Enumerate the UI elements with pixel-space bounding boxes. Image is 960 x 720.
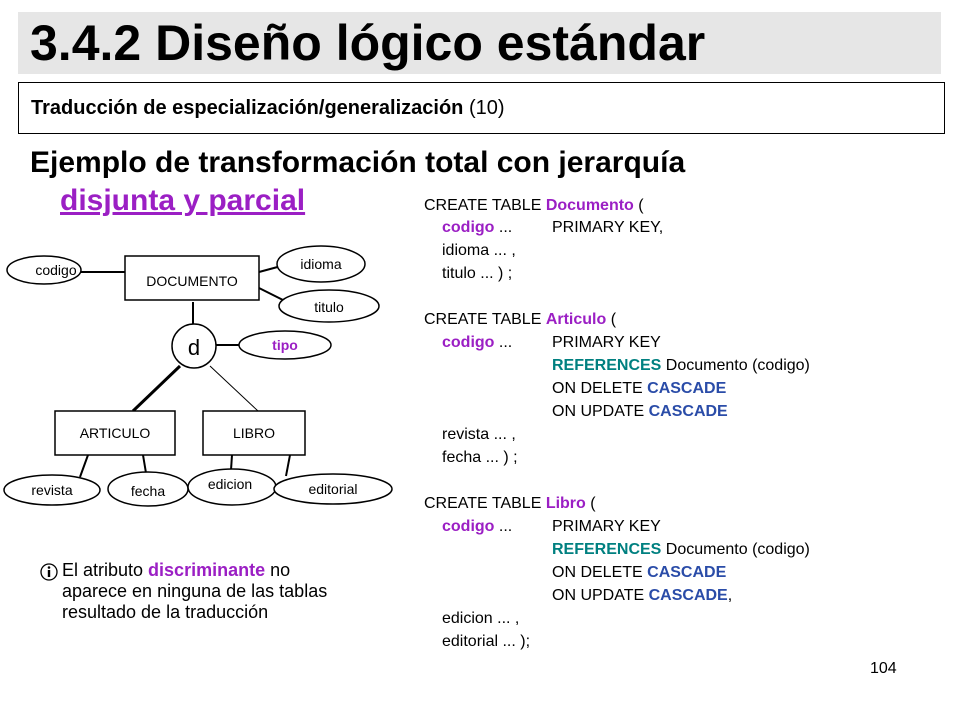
- subtitle-box: Traducción de especialización/generaliza…: [18, 82, 945, 134]
- sql-b2-l2-pk: PRIMARY KEY: [552, 334, 661, 351]
- sql-b3-l7: editorial ... );: [442, 633, 531, 650]
- attr-tipo-label: tipo: [272, 337, 298, 353]
- disjoint-symbol: d: [188, 335, 200, 360]
- sql-b1-l1: CREATE TABLE Documento (: [424, 197, 644, 214]
- line-editorial: [285, 454, 291, 477]
- page-number: 104: [870, 660, 897, 677]
- sql-b2-l6: revista ... ,: [442, 426, 516, 443]
- attr-revista-label: revista: [31, 482, 72, 498]
- attr-editorial-label: editorial: [308, 481, 357, 497]
- line-fecha: [142, 454, 147, 474]
- sql-b2-l4: ON DELETE CASCADE: [552, 380, 727, 397]
- attr-titulo-label: titulo: [314, 299, 344, 315]
- entity-documento-label: DOCUMENTO: [146, 273, 238, 289]
- sql-b2-l3: REFERENCES Documento (codigo): [552, 357, 810, 374]
- entity-libro: [202, 410, 306, 456]
- slide-title: 3.4.2 Diseño lógico estándar: [30, 15, 706, 71]
- entity-libro-label: LIBRO: [233, 425, 275, 441]
- heading-line1: Ejemplo de transformación total con jera…: [30, 146, 686, 179]
- attr-titulo: [278, 289, 380, 323]
- entity-articulo: [54, 410, 176, 456]
- info-icon: [40, 563, 58, 581]
- sql-b3-l6: edicion ... ,: [442, 610, 520, 627]
- sql-b1-l3: idioma ... ,: [442, 242, 516, 259]
- line-edicion: [230, 454, 233, 471]
- attr-idioma: [276, 245, 366, 283]
- attr-idioma-label: idioma: [300, 256, 341, 272]
- sql-b2-l5: ON UPDATE CASCADE: [552, 403, 728, 420]
- attr-editorial: [273, 473, 393, 505]
- sql-b3-l5: ON UPDATE CASCADE,: [552, 587, 733, 604]
- attr-revista: [3, 474, 101, 506]
- line-titulo: [258, 287, 284, 301]
- disjoint-circle: [171, 323, 217, 369]
- subtitle-normal: (10): [468, 97, 505, 119]
- sql-b1-l2-pk: PRIMARY KEY,: [552, 219, 664, 236]
- heading-line2: disjunta y parcial: [60, 184, 306, 217]
- sql-b3-l2: codigo ...: [442, 518, 513, 535]
- note-text: El atributo discriminante no aparece en …: [62, 560, 328, 622]
- attr-tipo: [238, 330, 332, 360]
- er-diagram: DOCUMENTO ARTICULO LIBRO d codigo idioma…: [3, 245, 393, 507]
- line-d-libro: [209, 365, 259, 412]
- entity-articulo-label: ARTICULO: [80, 425, 151, 441]
- line-revista: [79, 454, 89, 478]
- attr-fecha-label: fecha: [131, 483, 165, 499]
- sql-b2-l2: codigo ...: [442, 334, 513, 351]
- sql-b1-l2: codigo ...: [442, 219, 513, 236]
- subtitle-bold: Traducción de especialización/generaliza…: [31, 97, 464, 119]
- sql-b2-l7: fecha ... ) ;: [442, 449, 518, 466]
- sql-b3-l2-pk: PRIMARY KEY: [552, 518, 661, 535]
- subtitle: Traducción de especialización/generaliza…: [31, 97, 505, 120]
- attr-codigo: [6, 255, 82, 285]
- line-d-articulo: [131, 364, 182, 413]
- sql-b2-l1: CREATE TABLE Articulo (: [424, 311, 617, 328]
- entity-documento: [124, 255, 260, 301]
- attr-edicion-label: edicion: [208, 476, 252, 492]
- title-bar: [18, 12, 941, 74]
- sql-b3-l3: REFERENCES Documento (codigo): [552, 541, 810, 558]
- sql-b1-l4: titulo ... ) ;: [442, 265, 513, 282]
- sql-b3-l4: ON DELETE CASCADE: [552, 564, 727, 581]
- attr-codigo-label: codigo: [35, 262, 76, 278]
- sql-b3-l1: CREATE TABLE Libro (: [424, 495, 596, 512]
